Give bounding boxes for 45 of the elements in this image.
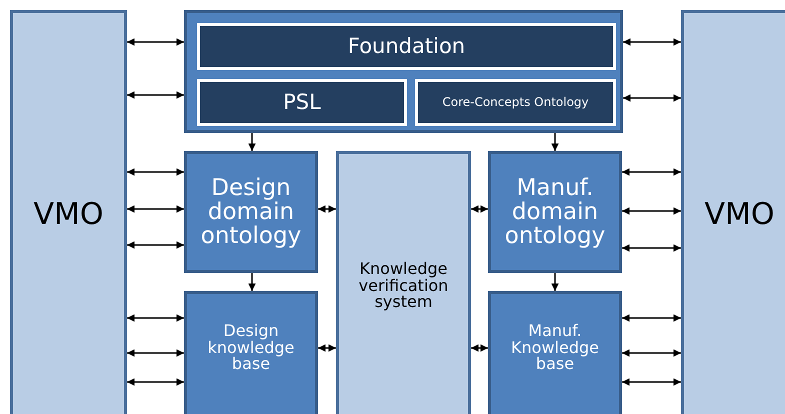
arrow: [551, 273, 559, 291]
node-label: VMO: [32, 199, 105, 231]
node-label: Knowledge verification system: [358, 260, 450, 312]
arrow: [127, 378, 184, 386]
arrow: [622, 244, 681, 252]
node-label: Design domain ontology: [200, 176, 302, 248]
ontology-box: [184, 151, 318, 273]
layer-box: [197, 23, 616, 70]
arrow: [622, 314, 681, 322]
arrow: [127, 314, 184, 322]
arrow: [471, 344, 488, 352]
node-label: Core-Concepts Ontology: [441, 96, 590, 109]
vmo-panel: [10, 10, 127, 414]
arrow: [248, 133, 256, 151]
arrow: [127, 38, 184, 46]
system-box: [336, 151, 471, 414]
knowledge-base-box: [184, 291, 318, 414]
arrow: [127, 168, 184, 176]
layer-box: [415, 79, 616, 126]
arrow: [623, 38, 681, 46]
knowledge-base-box: [488, 291, 622, 414]
node-label: Foundation: [346, 35, 466, 58]
arrow: [622, 378, 681, 386]
arrow: [127, 91, 184, 99]
arrow: [248, 273, 256, 291]
arrow: [622, 168, 681, 176]
node-label: Manuf. Knowledge base: [510, 322, 600, 374]
arrow: [622, 349, 681, 357]
layer-box: [197, 79, 407, 126]
arrow: [127, 241, 184, 249]
vmo-panel: [681, 10, 785, 414]
arrow: [127, 349, 184, 357]
arrow: [622, 207, 681, 215]
arrow: [551, 133, 559, 151]
container-box: [184, 10, 623, 133]
arrow: [471, 205, 488, 213]
node-label: Manuf. domain ontology: [504, 176, 606, 248]
node-label: VMO: [703, 199, 776, 231]
arrow: [127, 205, 184, 213]
ontology-box: [488, 151, 622, 273]
arrow: [318, 344, 336, 352]
node-label: Design knowledge base: [206, 322, 296, 374]
node-label: PSL: [282, 91, 322, 114]
arrow: [318, 205, 336, 213]
arrow: [623, 94, 681, 102]
